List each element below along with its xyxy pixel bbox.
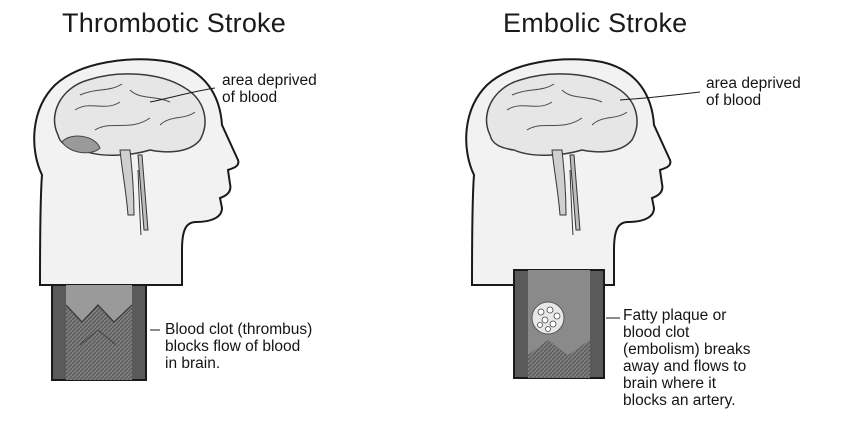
brain-right xyxy=(487,74,637,155)
embolic-head-illustration xyxy=(466,59,700,285)
thrombotic-vessel-callout: Blood clot (thrombus) blocks flow of blo… xyxy=(165,321,312,372)
embolus-plaque xyxy=(532,302,564,334)
embolic-title: Embolic Stroke xyxy=(503,8,687,39)
embolus-vessel xyxy=(514,270,620,378)
embolic-vessel-callout: Fatty plaque or blood clot (embolism) br… xyxy=(623,307,750,409)
embolic-brain-callout: area deprived of blood xyxy=(706,75,801,109)
thrombus-vessel xyxy=(52,285,160,380)
thrombotic-head-illustration xyxy=(34,59,238,285)
thrombotic-title: Thrombotic Stroke xyxy=(62,8,286,39)
thrombotic-brain-callout: area deprived of blood xyxy=(222,72,317,106)
